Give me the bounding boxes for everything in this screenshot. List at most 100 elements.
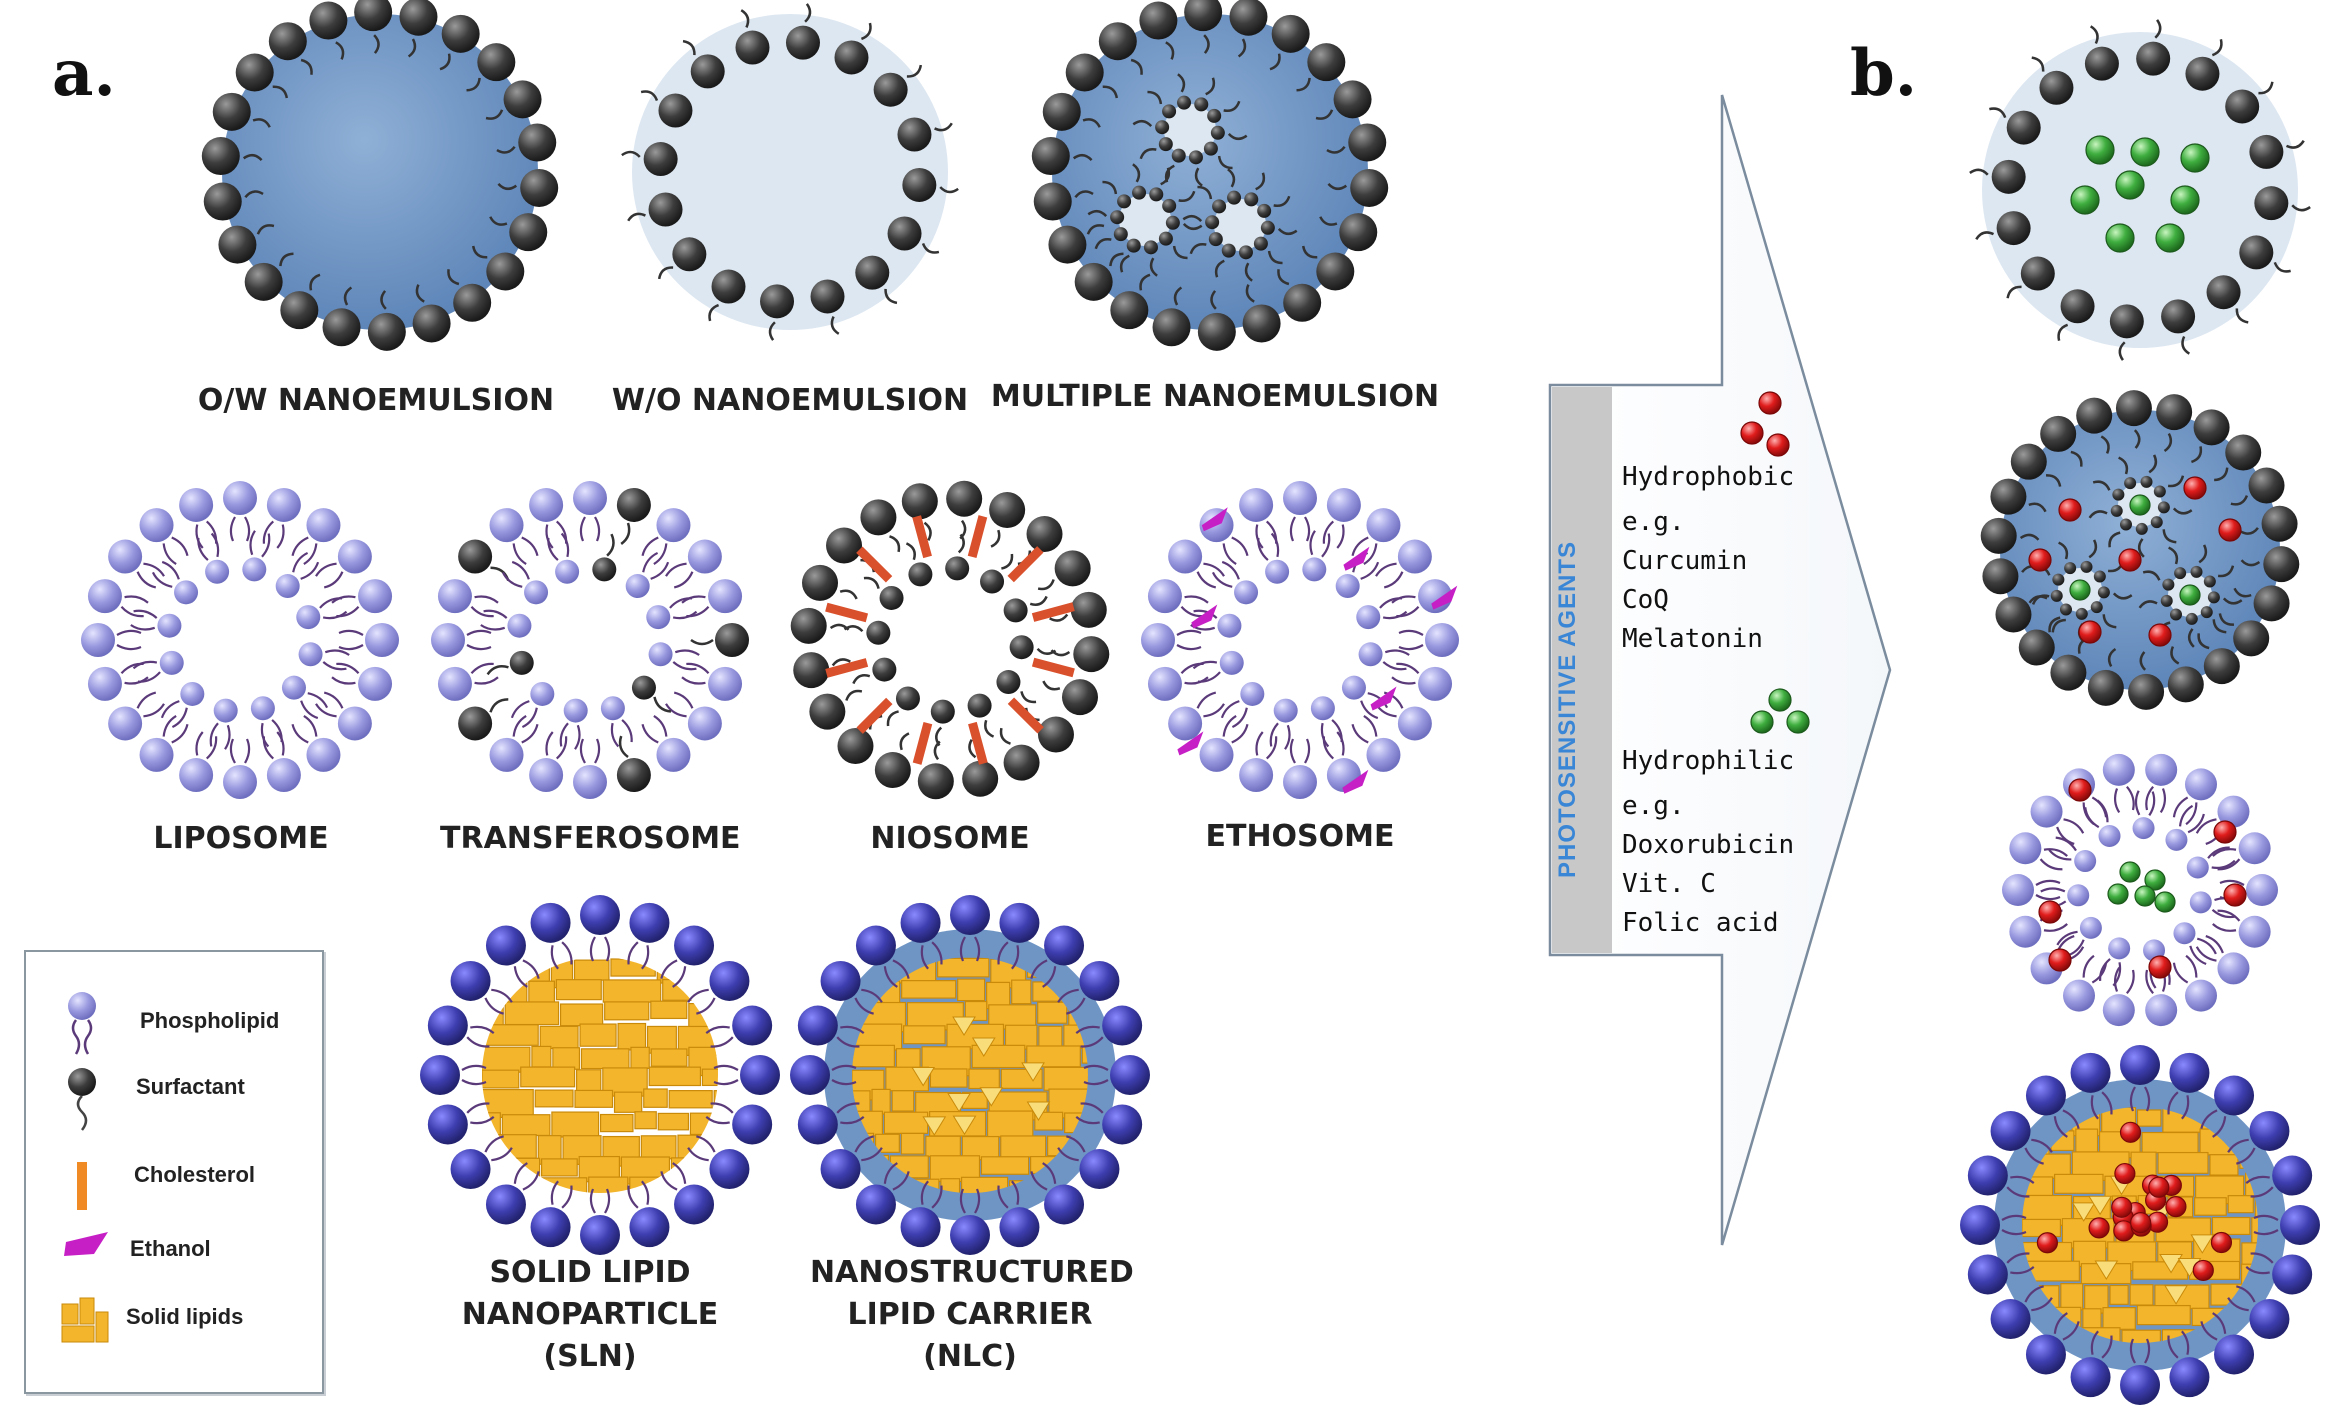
surfactant-tail (2045, 474, 2062, 487)
surfactant-tail (1102, 180, 1118, 195)
surfactant-head (2093, 570, 2106, 583)
solid-lipid-block (2060, 1283, 2084, 1311)
hydrophobic-drug-icon (2183, 476, 2207, 500)
phospholipid-tail (653, 715, 668, 737)
surfactant-head (917, 763, 954, 800)
phospholipid-head (2186, 856, 2209, 879)
phospholipid-tail (510, 700, 530, 719)
surfactant-tail (1244, 262, 1253, 282)
surfactant-tail (1074, 190, 1094, 199)
surfactant-head (2076, 397, 2113, 434)
inner-water-droplet (1164, 104, 1216, 156)
phospholipid-head (427, 1005, 468, 1046)
surfactant-tail (1315, 109, 1334, 120)
phospholipid-tail (2006, 1252, 2030, 1264)
phospholipid-tail (710, 1036, 734, 1048)
phospholipid-tail (1197, 671, 1221, 683)
surfactant-tail (2163, 432, 2173, 453)
surfactant-head (2059, 603, 2072, 616)
membrane-unit (681, 662, 743, 701)
phospholipid-tail (1322, 520, 1335, 544)
phospholipid-tail (1265, 736, 1278, 760)
phospholipid-tail (1336, 731, 1345, 756)
phospholipid-tail (641, 536, 659, 557)
surfactant-head (477, 43, 516, 82)
phospholipid-tail (143, 703, 165, 718)
phospholipid-tail (2185, 954, 2198, 978)
surfactant-tail (1301, 245, 1318, 259)
surfactant-tail (627, 212, 646, 222)
phospholipid-tail (1231, 723, 1249, 744)
membrane-unit (437, 662, 499, 701)
phospholipid-tail (491, 1147, 513, 1162)
solid-lipid-block (482, 1157, 541, 1184)
solid-lipid-block (668, 1090, 713, 1109)
phospholipid-tail (2195, 818, 2217, 834)
liquid-lipid-triangle (1026, 1101, 1051, 1121)
phospholipid-tail (2006, 1186, 2030, 1198)
phospholipid-tail (673, 691, 694, 709)
phospholipid-tail (171, 723, 189, 744)
phospholipid-tail (2056, 930, 2078, 946)
phospholipid-head (2102, 753, 2135, 786)
surfactant-head (2135, 522, 2148, 535)
solid-lipid-block (634, 1111, 657, 1130)
liquid-lipid-triangle (971, 1037, 996, 1057)
phospholipid-tail (2129, 1338, 2136, 1364)
phospholipid-tail (2159, 788, 2167, 814)
surfactant-tail (2028, 502, 2047, 513)
phospholipid-tail (681, 676, 706, 685)
surfactant-tail (2142, 570, 2161, 581)
phospholipid-tail (642, 551, 659, 573)
phospholipid-tail (2126, 969, 2135, 994)
surfactant-tail (1194, 167, 1203, 187)
cholesterol-icon (856, 546, 893, 583)
phospholipid-tail (322, 610, 348, 620)
phospholipid-head (298, 642, 323, 667)
surfactant-tail (2239, 527, 2259, 535)
membrane-unit (458, 698, 509, 741)
phospholipid-tail (2145, 969, 2154, 994)
phospholipid-tail (1367, 692, 1389, 709)
phospholipid-tail (931, 941, 943, 965)
phospholipid-tail (974, 936, 981, 962)
surfactant-tail (1296, 77, 1311, 92)
surfactant-tail (252, 118, 271, 128)
phospholipid-head (1397, 706, 1432, 741)
surfactant-tail (1149, 257, 1158, 277)
phospholipid-tail (1080, 1036, 1104, 1048)
surfactant-head (1149, 187, 1164, 202)
hydrophobic-item: Melatonin (1622, 624, 1763, 654)
phospholipid-tail (1066, 997, 1086, 1015)
phospholipid-head (656, 508, 691, 543)
surfactant-head (989, 492, 1026, 529)
surfactant-head (895, 686, 920, 711)
phospholipid-tail (1192, 660, 1218, 670)
phospholipid-tail (672, 661, 697, 671)
surfactant-head (1110, 210, 1125, 225)
solid-lipid-block (504, 1001, 560, 1026)
surfactant-tail (1969, 168, 1989, 176)
inner-water-droplet (1119, 194, 1171, 246)
surfactant-tail (489, 216, 508, 226)
solid-lipid-block (662, 979, 704, 1001)
phospholipid-tail (641, 723, 659, 744)
phospholipid-head (999, 902, 1040, 943)
surfactant-tail (497, 182, 518, 191)
phospholipid-tail (2144, 1338, 2151, 1364)
solid-lipid-block (2141, 1131, 2199, 1154)
surfactant-head (268, 22, 307, 61)
phospholipid-tail (2039, 858, 2063, 871)
phospholipid-head (1310, 696, 1335, 721)
surfactant-tail (2181, 335, 2191, 355)
phospholipid-tail (2200, 1109, 2218, 1129)
phospholipid-tail (673, 571, 694, 589)
phospholipid-tail (561, 1185, 573, 1209)
phospholipid-head (580, 895, 620, 935)
phospholipid-head (950, 1215, 990, 1255)
phospholipid-tail (1255, 731, 1264, 756)
hydrophobic-drug-icon (2111, 1196, 2133, 1218)
phospholipid-head (2009, 832, 2042, 865)
surfactant-head (399, 0, 438, 36)
